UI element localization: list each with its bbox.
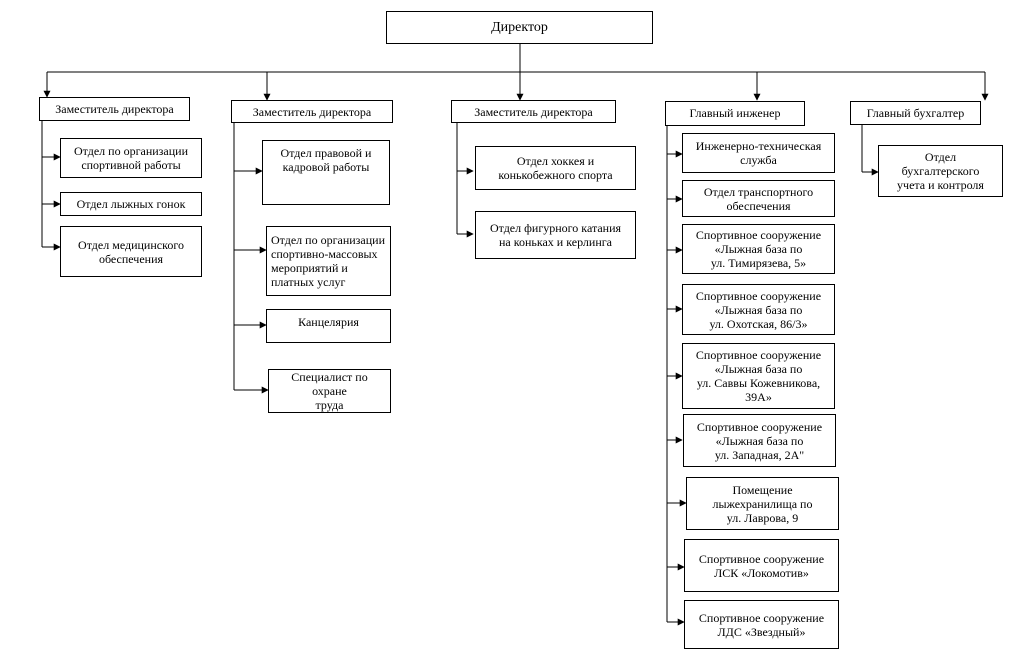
dept-chancellery: Канцелярия	[266, 309, 391, 343]
director-label: Директор	[491, 19, 548, 35]
chief-engineer-label: Главный инженер	[689, 106, 781, 120]
dept-medical: Отдел медицинского обеспечения	[60, 226, 202, 277]
ski-base-savvy-kozhevnikova: Спортивное сооружение «Лыжная база по ул…	[682, 343, 835, 409]
director-box: Директор	[386, 11, 653, 44]
dept-mass-events: Отдел по организации спортивно-массовых …	[266, 226, 391, 296]
dept-sports-organization: Отдел по организации спортивной работы	[60, 138, 202, 178]
dept-accounting-control: Отдел бухгалтерского учета и контроля	[878, 145, 1003, 197]
deputy-director-3-box: Заместитель директора	[451, 100, 616, 123]
deputy-director-1-label: Заместитель директора	[55, 102, 174, 116]
lds-zvezdny: Спортивное сооружение ЛДС «Звездный»	[684, 600, 839, 649]
ski-base-timiryazeva: Спортивное сооружение «Лыжная база по ул…	[682, 224, 835, 274]
ski-base-okhotskaya: Спортивное сооружение «Лыжная база по ул…	[682, 284, 835, 335]
deputy-director-2-box: Заместитель директора	[231, 100, 393, 123]
transport-department: Отдел транспортного обеспечения	[682, 180, 835, 217]
dept-labor-safety: Специалист по охране труда	[268, 369, 391, 413]
deputy-director-1-box: Заместитель директора	[39, 97, 190, 121]
chief-accountant-box: Главный бухгалтер	[850, 101, 981, 125]
ski-base-zapadnaya: Спортивное сооружение «Лыжная база по ул…	[683, 414, 836, 467]
deputy-director-3-label: Заместитель директора	[474, 105, 593, 119]
engineering-service: Инженерно-техническая служба	[682, 133, 835, 173]
lsk-lokomotiv: Спортивное сооружение ЛСК «Локомотив»	[684, 539, 839, 592]
dept-figure-skating-curling: Отдел фигурного катания на коньках и кер…	[475, 211, 636, 259]
dept-legal-hr: Отдел правовой и кадровой работы	[262, 140, 390, 205]
ski-storage-lavrova: Помещение лыжехранилища по ул. Лаврова, …	[686, 477, 839, 530]
dept-ski-racing: Отдел лыжных гонок	[60, 192, 202, 216]
chief-engineer-box: Главный инженер	[665, 101, 805, 126]
dept-hockey-skating: Отдел хоккея и конькобежного спорта	[475, 146, 636, 190]
deputy-director-2-label: Заместитель директора	[252, 105, 372, 119]
chief-accountant-label: Главный бухгалтер	[866, 106, 965, 120]
